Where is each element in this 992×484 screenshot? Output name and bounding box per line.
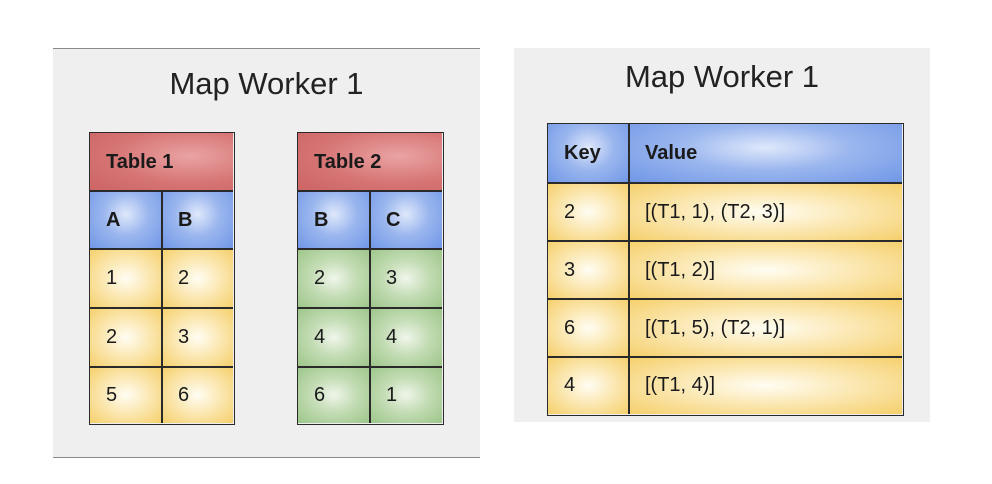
table-2-title: Table 2 (298, 133, 442, 191)
value-cell: [(T1, 1), (T2, 3)] (629, 183, 902, 241)
table-1-cell: 5 (90, 367, 162, 423)
table-1-header-b: B (162, 191, 233, 249)
key-cell: 2 (548, 183, 629, 241)
grid-line (548, 240, 902, 242)
table-2-header-c: C (370, 191, 442, 249)
table-1-header-a: A (90, 191, 162, 249)
table-1-title: Table 1 (90, 133, 233, 191)
table-2-cell: 1 (370, 367, 442, 423)
key-cell: 3 (548, 241, 629, 299)
grid-line (548, 298, 902, 300)
key-cell: 4 (548, 357, 629, 414)
value-cell: [(T1, 4)] (629, 357, 902, 414)
table-2-cell: 3 (370, 249, 442, 308)
grid-line (161, 191, 163, 423)
grid-line (90, 190, 233, 192)
table-1-cell: 3 (162, 308, 233, 367)
panel-title: Map Worker 1 (169, 66, 364, 101)
map-worker-panel-left: Map Worker 1 Table 1 A B 1 2 2 3 5 6 Tab… (53, 48, 480, 458)
grid-line (628, 124, 630, 414)
grid-line (298, 190, 442, 192)
key-value-table: Key Value 2 [(T1, 1), (T2, 3)] 3 [(T1, 2… (547, 123, 904, 416)
table-2-header-b: B (298, 191, 370, 249)
table-2-cell: 4 (298, 308, 370, 367)
table-2-cell: 6 (298, 367, 370, 423)
key-cell: 6 (548, 299, 629, 357)
map-worker-panel-right: Map Worker 1 Key Value 2 [(T1, 1), (T2, … (514, 48, 930, 422)
table-1: Table 1 A B 1 2 2 3 5 6 (89, 132, 235, 425)
value-cell: [(T1, 2)] (629, 241, 902, 299)
header-key: Key (548, 124, 629, 183)
table-2-cell: 2 (298, 249, 370, 308)
header-value: Value (629, 124, 902, 183)
value-cell: [(T1, 5), (T2, 1)] (629, 299, 902, 357)
grid-line (369, 191, 371, 423)
table-1-cell: 6 (162, 367, 233, 423)
table-1-cell: 2 (162, 249, 233, 308)
panel-title: Map Worker 1 (624, 59, 820, 94)
table-1-cell: 1 (90, 249, 162, 308)
table-1-cell: 2 (90, 308, 162, 367)
grid-line (548, 182, 902, 184)
table-2: Table 2 B C 2 3 4 4 6 1 (297, 132, 444, 425)
grid-line (548, 356, 902, 358)
table-2-cell: 4 (370, 308, 442, 367)
